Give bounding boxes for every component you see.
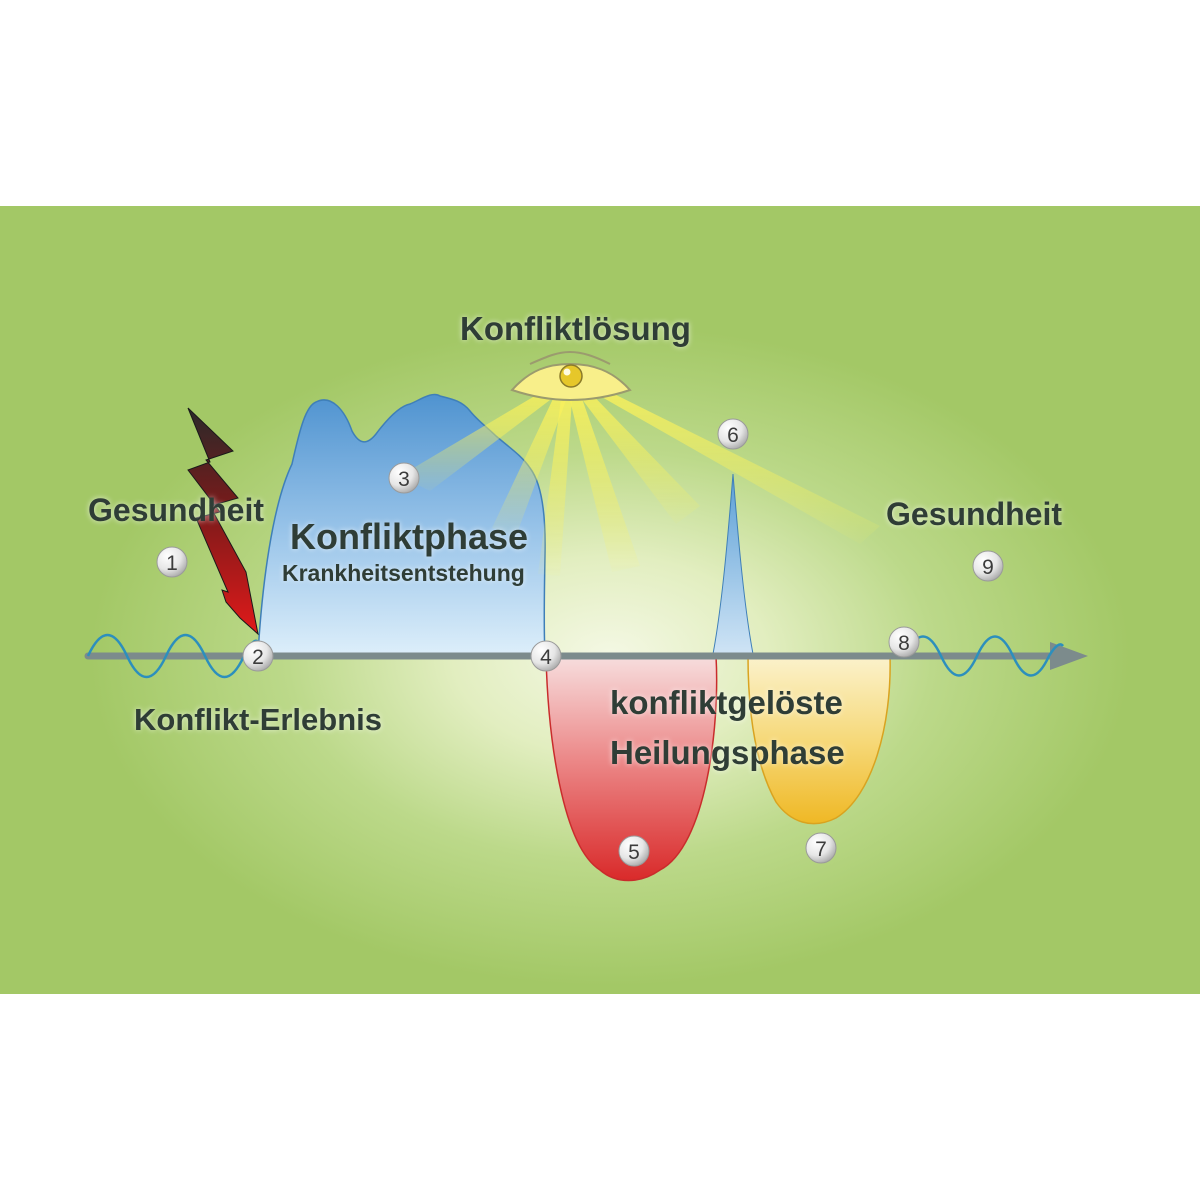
marker-3: 3 xyxy=(388,462,420,494)
marker-4: 4 xyxy=(530,640,562,672)
marker-6-number: 6 xyxy=(727,424,739,447)
marker-7-number: 7 xyxy=(815,838,827,861)
diagram-panel: 1 2 3 4 5 6 7 8 xyxy=(0,206,1200,994)
healthy-wave-right xyxy=(903,635,1064,677)
healing-phase-red-area xyxy=(545,655,718,882)
marker-8: 8 xyxy=(888,626,920,658)
marker-4-number: 4 xyxy=(540,646,552,669)
eye-sun-icon xyxy=(510,350,632,402)
marker-8-number: 8 xyxy=(898,632,910,655)
time-axis-arrowhead xyxy=(1050,642,1088,670)
conflict-healing-diagram: 1 2 3 4 5 6 7 8 xyxy=(84,350,1088,882)
label-heilung-line2: Heilungsphase xyxy=(610,734,845,771)
healing-spike-area xyxy=(712,473,754,655)
label-krankheitsentstehung: Krankheitsentstehung xyxy=(282,560,525,586)
sun-rays xyxy=(400,378,880,576)
marker-7: 7 xyxy=(805,832,837,864)
healing-phase-yellow-area xyxy=(747,655,891,825)
label-konfliktloesung: Konfliktlösung xyxy=(460,310,691,347)
label-gesundheit-left: Gesundheit xyxy=(88,492,265,528)
label-heilung-line1: konfliktgelöste xyxy=(610,684,843,721)
marker-3-number: 3 xyxy=(398,468,410,491)
conflict-phase-area xyxy=(257,393,546,655)
marker-5-number: 5 xyxy=(628,841,640,864)
marker-9: 9 xyxy=(972,550,1004,582)
label-konflikt-erlebnis: Konflikt-Erlebnis xyxy=(134,702,383,737)
marker-6: 6 xyxy=(717,418,749,450)
label-konfliktphase: Konfliktphase xyxy=(290,516,529,557)
marker-2-number: 2 xyxy=(252,646,264,669)
marker-2: 2 xyxy=(242,640,274,672)
label-gesundheit-right: Gesundheit xyxy=(886,496,1063,532)
marker-1-number: 1 xyxy=(166,552,178,575)
lightning-bolt-icon xyxy=(187,407,259,636)
marker-5: 5 xyxy=(618,835,650,867)
marker-1: 1 xyxy=(156,546,188,578)
marker-9-number: 9 xyxy=(982,556,994,579)
